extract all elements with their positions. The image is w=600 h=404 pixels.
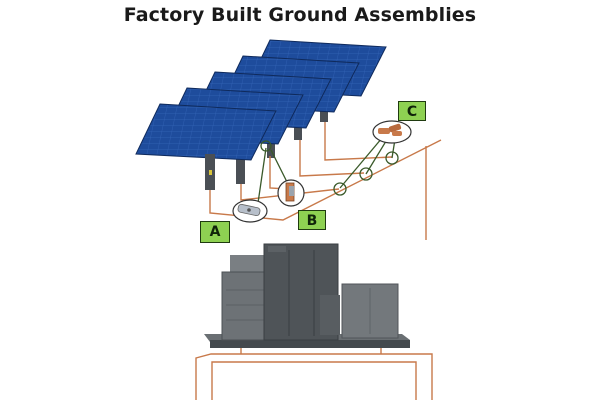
diagram-title: Factory Built Ground Assemblies xyxy=(123,4,477,26)
ground-lug-detail xyxy=(232,199,268,223)
callout-label-a: A xyxy=(200,221,230,243)
detail-callouts xyxy=(232,120,412,223)
callout-label-c: C xyxy=(398,101,426,121)
solar-panel xyxy=(135,103,277,190)
ground-clamp-detail xyxy=(277,179,305,207)
wire-connector-detail xyxy=(372,120,412,144)
solar-array xyxy=(135,39,387,190)
equipment-skid xyxy=(204,243,410,348)
callout-label-b: B xyxy=(298,210,326,230)
lower-ground-ring xyxy=(195,340,433,400)
